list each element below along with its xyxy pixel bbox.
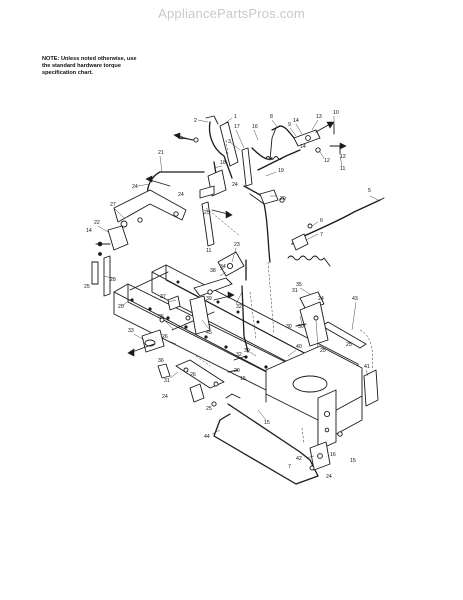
callout-label-33: 33 bbox=[128, 328, 134, 334]
callout-label-14: 14 bbox=[293, 118, 299, 124]
callout-label-29: 29 bbox=[280, 196, 286, 202]
callout-label-16: 16 bbox=[252, 124, 258, 130]
callout-label-18: 18 bbox=[220, 160, 226, 166]
callout-label-24: 24 bbox=[232, 182, 238, 188]
callout-label-24: 24 bbox=[178, 192, 184, 198]
callout-label-1: 1 bbox=[234, 114, 237, 120]
callout-label-7: 7 bbox=[320, 232, 323, 238]
callout-label-20: 20 bbox=[118, 304, 124, 310]
callout-label-8: 8 bbox=[270, 114, 273, 120]
callout-label-31: 31 bbox=[292, 288, 298, 294]
pivot-rod bbox=[295, 291, 367, 349]
callout-label-25: 25 bbox=[204, 210, 210, 216]
callout-label-45: 45 bbox=[206, 330, 212, 336]
callout-label-15: 15 bbox=[350, 458, 356, 464]
callout-label-2: 2 bbox=[194, 118, 197, 124]
direction-arrows bbox=[95, 121, 347, 357]
callout-label-5: 5 bbox=[368, 188, 371, 194]
callout-label-3: 3 bbox=[228, 139, 231, 145]
callout-label-39: 39 bbox=[244, 348, 250, 354]
mid-linkage bbox=[159, 251, 249, 353]
callout-label-31: 31 bbox=[164, 378, 170, 384]
bail-handle bbox=[213, 393, 319, 485]
callout-label-12: 12 bbox=[324, 158, 330, 164]
callout-numbers: 1234567891011121314151617181920212223242… bbox=[84, 110, 371, 480]
callout-label-36: 36 bbox=[158, 314, 164, 320]
left-linkage bbox=[91, 171, 215, 297]
callout-label-39: 39 bbox=[206, 296, 212, 302]
callout-label-23: 23 bbox=[234, 242, 240, 248]
callout-label-15: 15 bbox=[240, 376, 246, 382]
note-line-3: specification chart. bbox=[42, 70, 93, 77]
callout-label-22: 22 bbox=[94, 220, 100, 226]
callout-label-34: 34 bbox=[220, 264, 226, 270]
callout-label-25: 25 bbox=[346, 342, 352, 348]
callout-label-11: 11 bbox=[340, 166, 345, 172]
callout-label-28: 28 bbox=[110, 277, 116, 283]
callout-label-19: 19 bbox=[278, 168, 284, 174]
callout-label-43: 43 bbox=[352, 296, 358, 302]
callout-label-32: 32 bbox=[236, 304, 242, 310]
callout-label-32: 32 bbox=[236, 352, 242, 358]
main-frame bbox=[113, 264, 363, 451]
callout-label-40: 40 bbox=[296, 344, 302, 350]
callout-label-37: 37 bbox=[160, 294, 166, 300]
callout-label-30: 30 bbox=[286, 324, 292, 330]
right-lever-and-spring bbox=[287, 197, 385, 267]
callout-label-26: 26 bbox=[190, 372, 196, 378]
callout-label-25: 25 bbox=[206, 406, 212, 412]
rear-bracket bbox=[309, 369, 379, 471]
callout-label-20: 20 bbox=[234, 368, 240, 374]
callout-label-14: 14 bbox=[86, 228, 92, 234]
callout-label-25: 25 bbox=[320, 348, 326, 354]
callout-label-24: 24 bbox=[318, 296, 324, 302]
callout-label-41: 41 bbox=[364, 364, 370, 370]
torque-note: NOTE: Unless noted otherwise, use the st… bbox=[42, 56, 162, 78]
callout-label-26: 26 bbox=[162, 334, 168, 340]
callout-label-21: 21 bbox=[158, 150, 164, 156]
reference-lines bbox=[195, 139, 373, 445]
callout-label-44: 44 bbox=[204, 434, 210, 440]
callout-label-4: 4 bbox=[180, 136, 183, 142]
note-line-1: NOTE: Unless noted otherwise, use bbox=[42, 56, 137, 62]
callout-leaders bbox=[97, 116, 379, 459]
watermark: AppliancePartsPros.com bbox=[158, 6, 305, 21]
callout-label-14: 14 bbox=[300, 144, 306, 150]
callout-label-15: 15 bbox=[264, 420, 270, 426]
callout-label-13: 13 bbox=[316, 114, 322, 120]
callout-label-42: 42 bbox=[296, 456, 302, 462]
callout-label-36: 36 bbox=[158, 358, 164, 364]
callout-label-35: 35 bbox=[296, 282, 302, 288]
callout-label-6: 6 bbox=[320, 218, 323, 224]
callout-label-10: 10 bbox=[333, 110, 339, 116]
callout-label-24: 24 bbox=[132, 184, 138, 190]
callout-label-24: 24 bbox=[162, 394, 168, 400]
callout-label-17: 17 bbox=[234, 124, 240, 130]
callout-label-9: 9 bbox=[288, 122, 291, 128]
note-line-2: the standard hardware torque bbox=[42, 63, 121, 70]
callout-label-24: 24 bbox=[326, 474, 332, 480]
callout-label-11: 11 bbox=[206, 248, 211, 254]
callout-label-30: 30 bbox=[298, 324, 304, 330]
callout-label-16: 16 bbox=[330, 452, 336, 458]
callout-label-7: 7 bbox=[288, 464, 291, 470]
callout-label-38: 38 bbox=[210, 268, 216, 274]
callout-label-27: 27 bbox=[110, 202, 116, 208]
upper-lever-assembly bbox=[181, 115, 341, 263]
callout-label-25: 25 bbox=[84, 284, 90, 290]
callout-label-12: 12 bbox=[340, 154, 346, 160]
